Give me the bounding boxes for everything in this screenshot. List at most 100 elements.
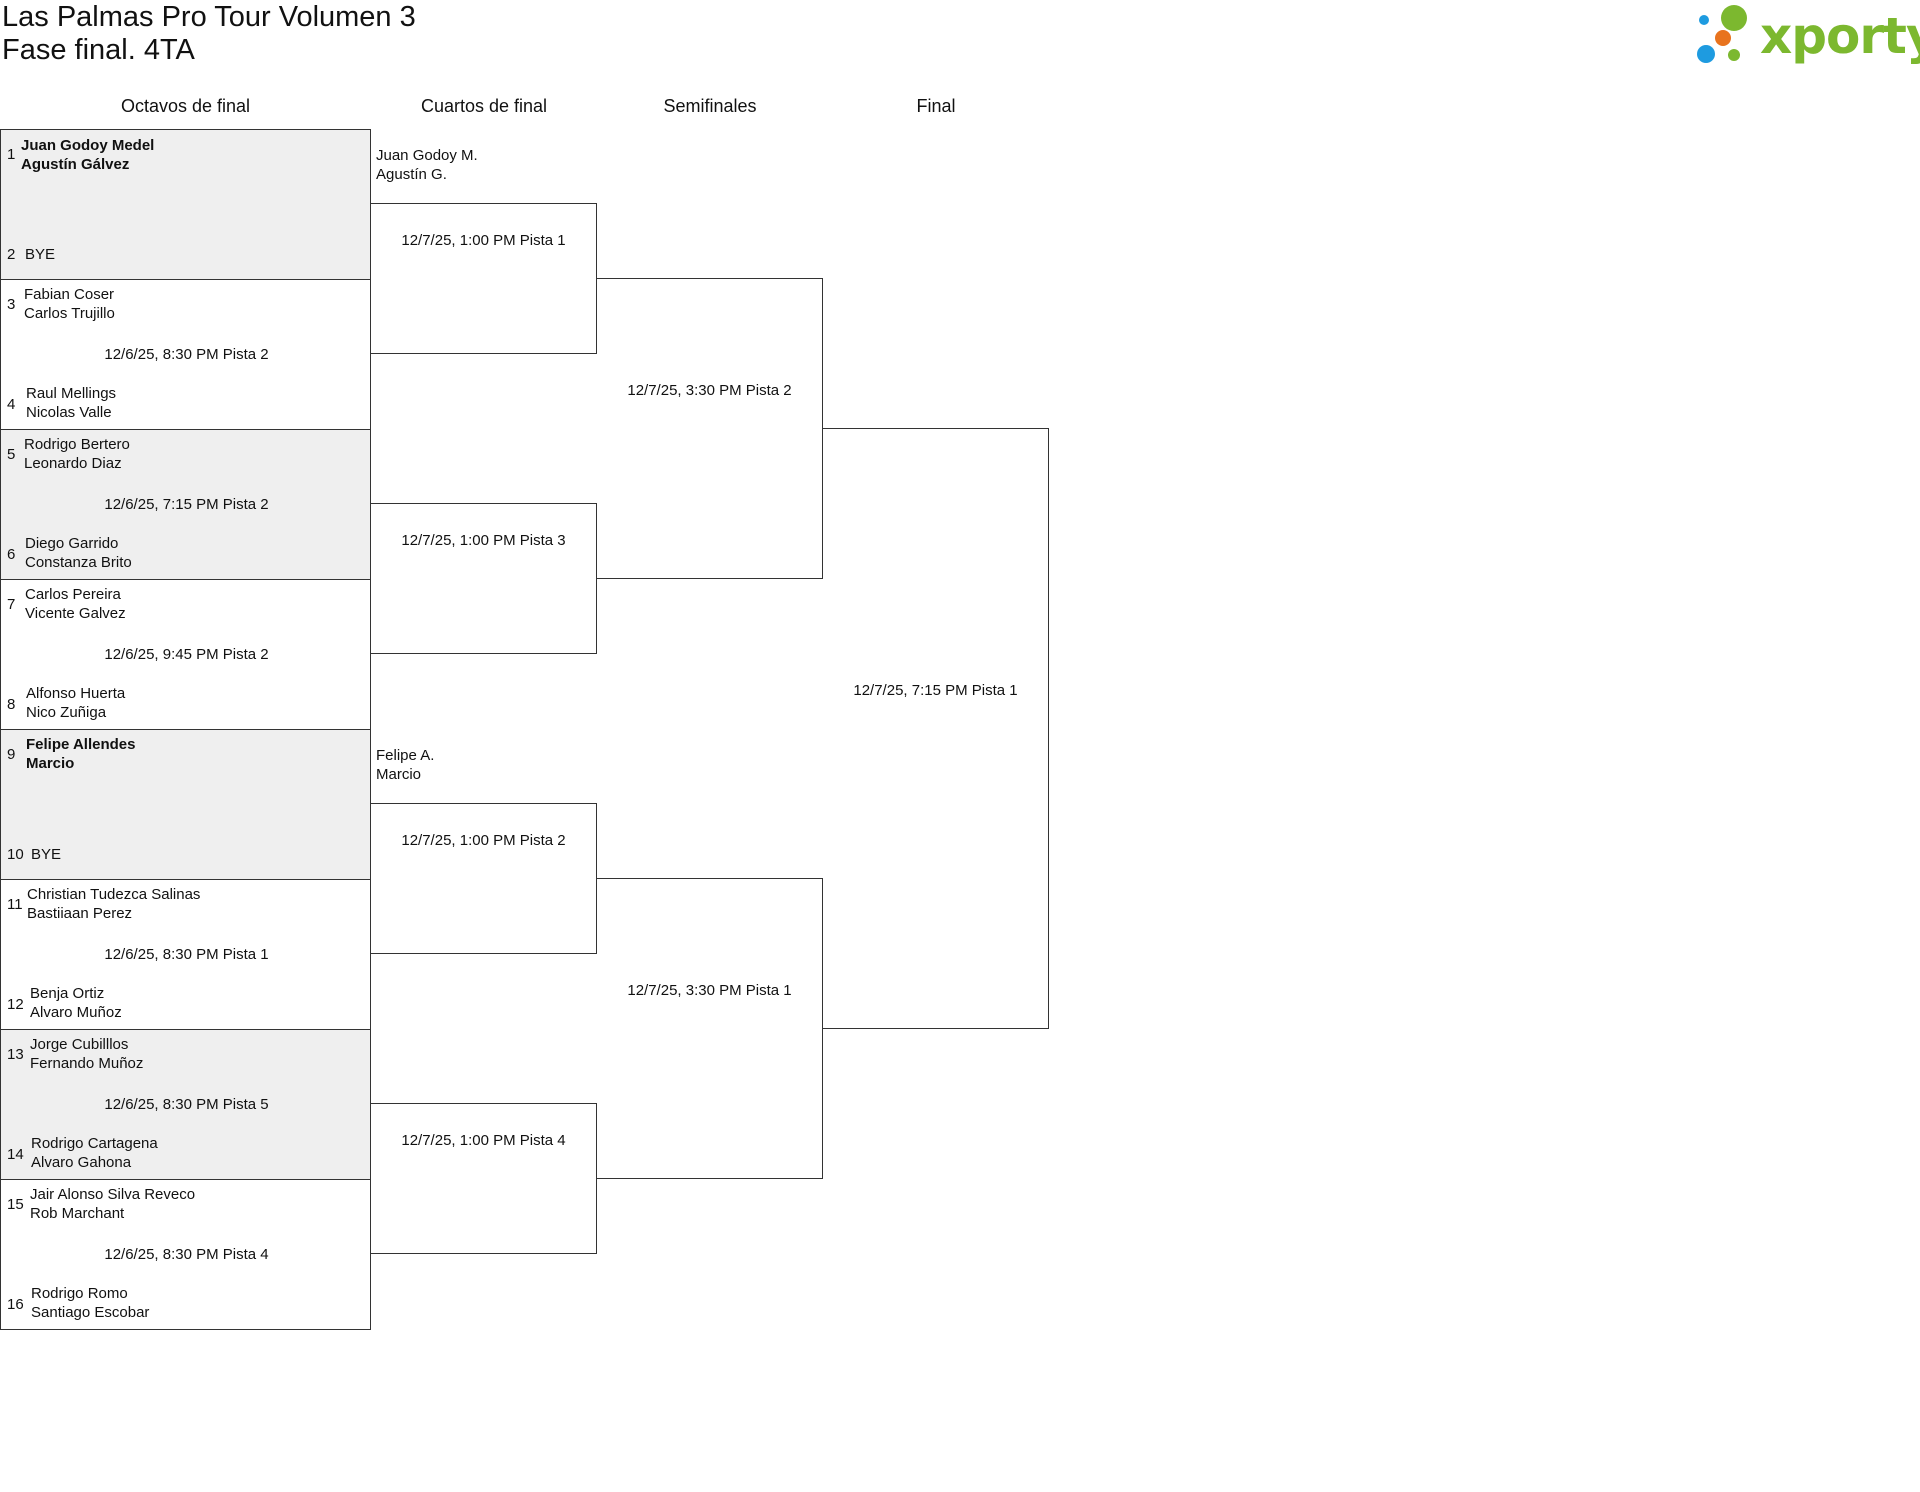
match-schedule: 12/7/25, 7:15 PM Pista 1 [853, 682, 1018, 699]
player-name: Marcio [376, 766, 422, 783]
player-name: Jorge Cubilllos [30, 1036, 129, 1053]
team-entry: Alfonso Huerta Nico Zuñiga [26, 684, 125, 722]
match-box-cuartos-4[interactable]: 12/7/25, 1:00 PM Pista 4 [371, 1103, 597, 1254]
match-box-octavos-5[interactable]: 9 Felipe Allendes Marcio 10 BYE [0, 729, 371, 880]
player-name: Rodrigo Romo [31, 1285, 128, 1302]
player-name: Diego Garrido [25, 535, 119, 552]
team-entry: Christian Tudezca Salinas Bastiiaan Pere… [27, 885, 200, 923]
match-schedule: 12/6/25, 8:30 PM Pista 4 [104, 1246, 269, 1263]
match-box-octavos-1[interactable]: 1 Juan Godoy Medel Agustín Gálvez 2 BYE [0, 129, 371, 280]
team-entry: Benja Ortiz Alvaro Muñoz [30, 984, 122, 1022]
player-name: Agustín G. [376, 166, 447, 183]
team-entry: BYE [25, 245, 55, 264]
match-schedule: 12/7/25, 3:30 PM Pista 1 [627, 982, 792, 999]
seed-number: 16 [7, 1296, 24, 1313]
seed-number: 3 [7, 296, 16, 313]
round-header-cuartos: Cuartos de final [420, 96, 548, 116]
player-name: Juan Godoy Medel [21, 137, 155, 154]
match-schedule: 12/6/25, 8:30 PM Pista 2 [104, 346, 269, 363]
player-name: Juan Godoy M. [376, 147, 478, 164]
player-name: Nico Zuñiga [26, 704, 107, 721]
page-subtitle: Fase final. 4TA [2, 34, 195, 66]
match-schedule: 12/6/25, 8:30 PM Pista 5 [104, 1096, 269, 1113]
match-box-octavos-4[interactable]: 7 Carlos Pereira Vicente Galvez 12/6/25,… [0, 579, 371, 730]
page-title: Las Palmas Pro Tour Volumen 3 [2, 1, 416, 33]
match-schedule: 12/7/25, 3:30 PM Pista 2 [627, 382, 792, 399]
match-schedule: 12/6/25, 7:15 PM Pista 2 [104, 496, 269, 513]
player-name: Marcio [26, 755, 75, 772]
player-name: BYE [25, 246, 56, 263]
match-box-semifinal-1[interactable]: 12/7/25, 3:30 PM Pista 2 [597, 278, 823, 579]
seed-number: 7 [7, 596, 16, 613]
advanced-team-cuartos-1: Juan Godoy M. Agustín G. [376, 146, 478, 184]
match-schedule: 12/6/25, 8:30 PM Pista 1 [104, 946, 269, 963]
player-name: Raul Mellings [26, 385, 117, 402]
team-entry: Rodrigo Cartagena Alvaro Gahona [31, 1134, 158, 1172]
match-box-octavos-2[interactable]: 3 Fabian Coser Carlos Trujillo 12/6/25, … [0, 279, 371, 430]
player-name: Santiago Escobar [31, 1304, 150, 1321]
seed-number: 14 [7, 1146, 24, 1163]
seed-number: 5 [7, 446, 16, 463]
team-entry: Carlos Pereira Vicente Galvez [25, 585, 126, 623]
match-box-cuartos-2[interactable]: 12/7/25, 1:00 PM Pista 3 [371, 503, 597, 654]
seed-number: 2 [7, 246, 16, 263]
team-entry: Jorge Cubilllos Fernando Muñoz [30, 1035, 143, 1073]
team-entry: Raul Mellings Nicolas Valle [26, 384, 116, 422]
player-name: Constanza Brito [25, 554, 132, 571]
player-name: Felipe Allendes [26, 736, 136, 753]
match-box-cuartos-1[interactable]: 12/7/25, 1:00 PM Pista 1 [371, 203, 597, 354]
player-name: Jair Alonso Silva Reveco [30, 1186, 196, 1203]
match-box-octavos-3[interactable]: 5 Rodrigo Bertero Leonardo Diaz 12/6/25,… [0, 429, 371, 580]
player-name: Agustín Gálvez [21, 156, 130, 173]
match-schedule: 12/7/25, 1:00 PM Pista 3 [401, 532, 566, 549]
seed-number: 13 [7, 1046, 24, 1063]
player-name: Vicente Galvez [25, 605, 126, 622]
round-header-final: Final [916, 96, 956, 116]
team-entry: Jair Alonso Silva Reveco Rob Marchant [30, 1185, 195, 1223]
seed-number: 9 [7, 746, 16, 763]
team-entry: BYE [31, 845, 61, 864]
seed-number: 15 [7, 1196, 24, 1213]
team-entry: Felipe Allendes Marcio [26, 735, 135, 773]
player-name: BYE [31, 846, 62, 863]
player-name: Nicolas Valle [26, 404, 112, 421]
advanced-team-cuartos-3: Felipe A. Marcio [376, 746, 434, 784]
player-name: Rodrigo Bertero [24, 436, 130, 453]
player-name: Alvaro Muñoz [30, 1004, 122, 1021]
match-schedule: 12/7/25, 1:00 PM Pista 1 [401, 232, 566, 249]
team-entry: Rodrigo Romo Santiago Escobar [31, 1284, 149, 1322]
player-name: Fernando Muñoz [30, 1055, 144, 1072]
team-entry: Diego Garrido Constanza Brito [25, 534, 132, 572]
round-header-octavos: Octavos de final [120, 96, 251, 116]
xporty-logo: xporty [1690, 0, 1920, 70]
seed-number: 11 [7, 896, 23, 913]
seed-number: 8 [7, 696, 16, 713]
player-name: Leonardo Diaz [24, 455, 122, 472]
player-name: Rob Marchant [30, 1205, 125, 1222]
player-name: Felipe A. [376, 747, 435, 764]
seed-number: 12 [7, 996, 24, 1013]
match-box-cuartos-3[interactable]: 12/7/25, 1:00 PM Pista 2 [371, 803, 597, 954]
match-box-octavos-6[interactable]: 11 Christian Tudezca Salinas Bastiiaan P… [0, 879, 371, 1030]
player-name: Alfonso Huerta [26, 685, 126, 702]
match-box-octavos-7[interactable]: 13 Jorge Cubilllos Fernando Muñoz 12/6/2… [0, 1029, 371, 1180]
player-name: Bastiiaan Perez [27, 905, 133, 922]
team-entry: Fabian Coser Carlos Trujillo [24, 285, 115, 323]
match-box-semifinal-2[interactable]: 12/7/25, 3:30 PM Pista 1 [597, 878, 823, 1179]
player-name: Fabian Coser [24, 286, 115, 303]
team-entry: Juan Godoy Medel Agustín Gálvez [21, 136, 154, 174]
seed-number: 4 [7, 396, 16, 413]
round-header-semifinales: Semifinales [663, 96, 757, 116]
match-schedule: 12/6/25, 9:45 PM Pista 2 [104, 646, 269, 663]
seed-number: 6 [7, 546, 16, 563]
player-name: Carlos Trujillo [24, 305, 115, 322]
match-schedule: 12/7/25, 1:00 PM Pista 4 [401, 1132, 566, 1149]
player-name: Benja Ortiz [30, 985, 105, 1002]
player-name: Alvaro Gahona [31, 1154, 132, 1171]
logo-dots-icon [1697, 5, 1747, 63]
player-name: Rodrigo Cartagena [31, 1135, 158, 1152]
match-box-octavos-8[interactable]: 15 Jair Alonso Silva Reveco Rob Marchant… [0, 1179, 371, 1330]
match-box-final[interactable]: 12/7/25, 7:15 PM Pista 1 [823, 428, 1049, 1029]
seed-number: 10 [7, 846, 24, 863]
seed-number: 1 [7, 146, 16, 163]
